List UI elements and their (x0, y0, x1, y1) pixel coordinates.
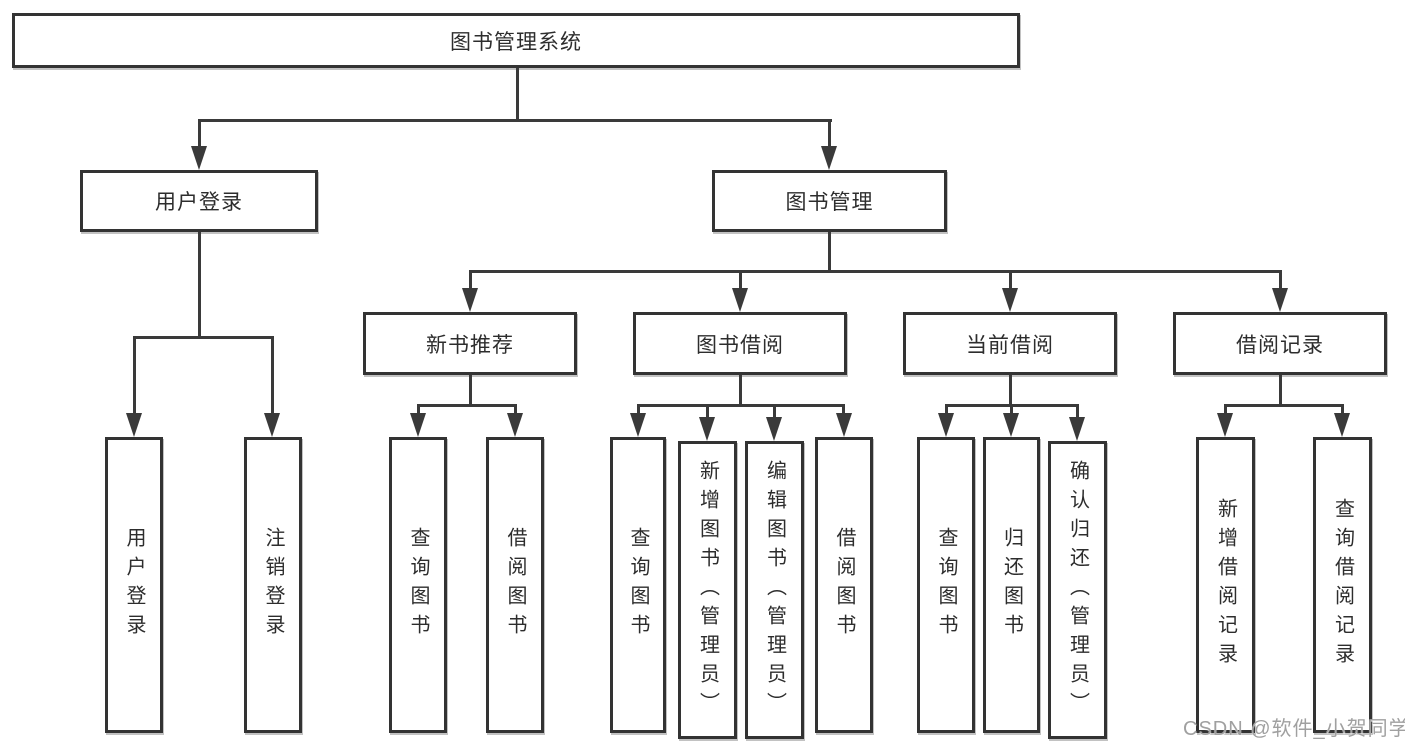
leaf-label: 编辑图书（管理员） (763, 459, 786, 721)
connector-line (1009, 375, 1012, 406)
leaf-label: 查询借阅记录 (1331, 498, 1354, 672)
leaf-label: 新增图书（管理员） (696, 459, 719, 721)
connector-line (514, 404, 517, 416)
connector-line (271, 336, 274, 416)
node-label: 图书管理 (785, 191, 874, 214)
leaf-edit-book-admin: 编辑图书（管理员） (745, 441, 804, 739)
arrowhead-down-icon (630, 413, 646, 437)
arrowhead-down-icon (126, 413, 142, 437)
arrowhead-down-icon (264, 413, 280, 437)
connector-line (842, 404, 845, 416)
node-borrowing-records: 借阅记录 (1173, 312, 1387, 375)
connector-line (739, 375, 742, 406)
connector-line (828, 232, 831, 273)
leaf-query-books-recommend: 查询图书 (389, 437, 447, 733)
csdn-watermark: CSDN @软件_小贺同学 (1183, 718, 1405, 740)
connector-line (1224, 404, 1344, 407)
connector-line (469, 375, 472, 406)
connector-line (706, 404, 709, 418)
leaf-return-book: 归还图书 (983, 437, 1040, 733)
node-label: 图书管理系统 (450, 30, 582, 54)
leaf-label: 借阅图书 (504, 527, 526, 643)
leaf-label: 查询图书 (627, 527, 649, 643)
leaf-label: 借阅图书 (833, 527, 855, 643)
leaf-label: 新增借阅记录 (1214, 498, 1237, 672)
node-label: 借阅记录 (1236, 333, 1324, 357)
leaf-label: 用户登录 (123, 527, 145, 643)
connector-line (133, 336, 136, 416)
arrowhead-down-icon (191, 146, 207, 170)
node-book-borrowing: 图书借阅 (633, 312, 847, 375)
arrowhead-down-icon (732, 288, 748, 312)
connector-line (1341, 404, 1344, 416)
leaf-user-login: 用户登录 (105, 437, 163, 733)
connector-line (1076, 404, 1079, 418)
arrowhead-down-icon (1272, 288, 1288, 312)
arrowhead-down-icon (821, 146, 837, 170)
leaf-logout: 注销登录 (244, 437, 302, 733)
node-current-borrowing: 当前借阅 (903, 312, 1117, 375)
leaf-confirm-return-admin: 确认归还（管理员） (1048, 441, 1107, 739)
node-library-system: 图书管理系统 (12, 13, 1020, 68)
connector-line (133, 336, 274, 339)
arrowhead-down-icon (836, 413, 852, 437)
leaf-label: 注销登录 (262, 527, 284, 643)
connector-line (1010, 404, 1013, 416)
connector-line (516, 68, 519, 121)
arrowhead-down-icon (507, 413, 523, 437)
arrowhead-down-icon (410, 413, 426, 437)
node-book-management: 图书管理 (712, 170, 947, 232)
leaf-query-books-current: 查询图书 (917, 437, 975, 733)
leaf-label: 查询图书 (935, 527, 957, 643)
leaf-borrow-books-recommend: 借阅图书 (486, 437, 544, 733)
arrowhead-down-icon (766, 417, 782, 441)
connector-line (417, 404, 420, 416)
connector-line (469, 270, 1282, 273)
arrowhead-down-icon (1217, 413, 1233, 437)
arrowhead-down-icon (699, 417, 715, 441)
arrowhead-down-icon (462, 288, 478, 312)
connector-line (637, 404, 845, 407)
leaf-add-book-admin: 新增图书（管理员） (678, 441, 737, 739)
connector-line (1009, 270, 1012, 292)
connector-line (198, 119, 832, 122)
connector-line (198, 232, 201, 338)
node-label: 新书推荐 (426, 333, 514, 357)
node-label: 图书借阅 (696, 333, 784, 357)
connector-line (1279, 375, 1282, 406)
leaf-label: 查询图书 (407, 527, 429, 643)
connector-line (417, 404, 517, 407)
connector-line (773, 404, 776, 418)
leaf-label: 确认归还（管理员） (1066, 459, 1089, 721)
connector-line (1224, 404, 1227, 416)
node-user-login: 用户登录 (80, 170, 318, 232)
arrowhead-down-icon (1003, 413, 1019, 437)
leaf-label: 归还图书 (1000, 527, 1023, 643)
leaf-add-borrow-record: 新增借阅记录 (1196, 437, 1255, 733)
connector-line (469, 270, 472, 292)
node-label: 当前借阅 (966, 333, 1054, 357)
arrowhead-down-icon (1002, 288, 1018, 312)
arrowhead-down-icon (1069, 417, 1085, 441)
connector-line (198, 119, 201, 149)
node-new-book-recommend: 新书推荐 (363, 312, 577, 375)
connector-line (739, 270, 742, 292)
arrowhead-down-icon (1334, 413, 1350, 437)
leaf-query-borrow-record: 查询借阅记录 (1313, 437, 1372, 733)
connector-line (1279, 270, 1282, 292)
leaf-query-books-borrowing: 查询图书 (610, 437, 666, 733)
arrowhead-down-icon (938, 413, 954, 437)
connector-line (828, 119, 831, 149)
connector-line (637, 404, 640, 416)
node-label: 用户登录 (155, 191, 243, 214)
connector-line (945, 404, 948, 416)
leaf-borrow-books: 借阅图书 (815, 437, 873, 733)
